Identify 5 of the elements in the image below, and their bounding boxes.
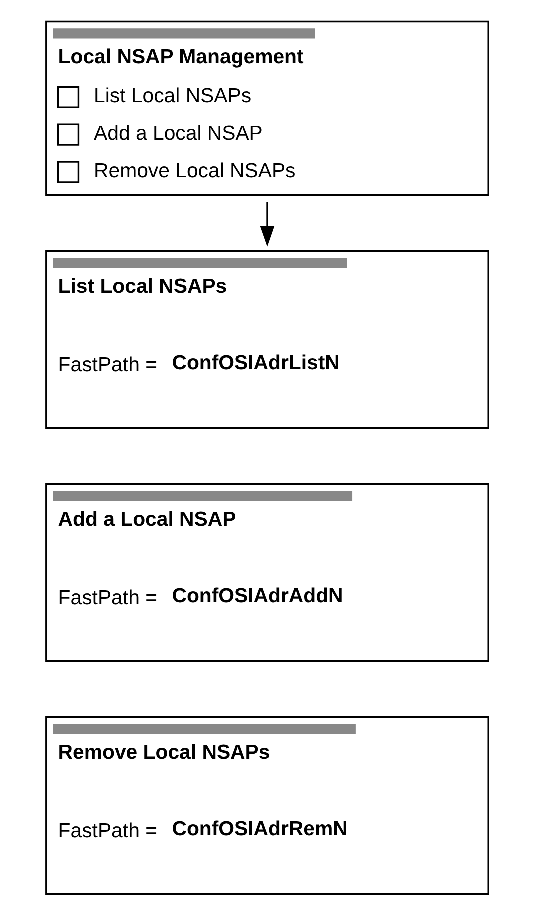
node-box: Local NSAP Management List Local NSAPs Add a Local NSAP Remove Local NSAPs [46, 20, 490, 196]
node-box: Add a Local NSAP FastPath = ConfOSIAdrAddN [46, 484, 490, 662]
node-box: Remove Local NSAPs FastPath = ConfOSIAdrRemN [46, 716, 490, 896]
node-box: List Local NSAPs FastPath = ConfOSIAdrListN [46, 250, 490, 430]
arrow [260, 202, 275, 247]
